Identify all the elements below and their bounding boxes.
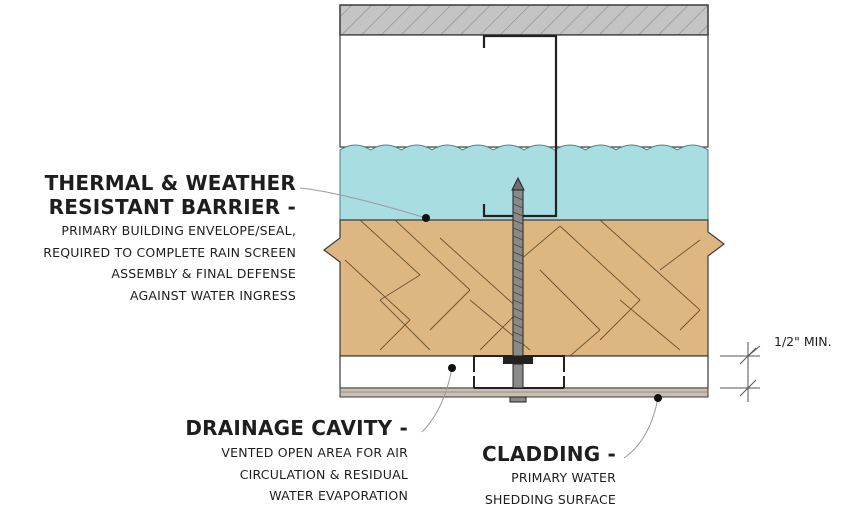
dimension-marker [720,342,761,402]
cladding-desc-line: PRIMARY WATER [511,470,616,485]
sheathing-board [323,219,725,357]
thermal-desc-line: REQUIRED TO COMPLETE RAIN SCREEN [43,244,296,260]
drainage-desc: VENTED OPEN AREA FOR AIR CIRCULATION & R… [185,442,408,507]
drainage-desc-line: CIRCULATION & RESIDUAL [239,466,408,482]
drainage-desc-line: WATER EVAPORATION [269,488,408,503]
dimension-label: 1/2" MIN. [774,334,832,349]
thermal-desc-line: AGAINST WATER INGRESS [130,287,296,303]
drainage-cavity-label: DRAINAGE CAVITY - VENTED OPEN AREA FOR A… [185,416,408,507]
drainage-leader-line [421,367,453,433]
cladding-label: CLADDING - PRIMARY WATER SHEDDING SURFAC… [482,442,616,510]
drainage-callout-dot [448,364,456,372]
thermal-desc-line: PRIMARY BUILDING ENVELOPE/SEAL, [61,223,296,238]
sheathing-grain [344,220,701,356]
cladding-title: CLADDING - [482,442,616,466]
thermal-desc-line: ASSEMBLY & FINAL DEFENSE [111,266,296,281]
cladding-panel [339,387,709,398]
cladding-callout-dot [654,394,662,402]
structural-slab [339,4,709,36]
stud-cavity [339,34,709,148]
drainage-desc-line: VENTED OPEN AREA FOR AIR [221,445,408,460]
fastener-screw [503,176,533,403]
thermal-title-line-1: THERMAL & WEATHER [44,171,296,195]
cladding-desc-line: SHEDDING SURFACE [484,491,616,507]
thermal-callout-dot [422,214,430,222]
cladding-leader-line [623,397,659,459]
insulation-layer [339,144,709,221]
thermal-leader-line [299,187,427,219]
cladding-desc: PRIMARY WATER SHEDDING SURFACE [482,467,616,510]
thermal-barrier-label: THERMAL & WEATHER RESISTANT BARRIER - PR… [43,171,296,306]
drainage-title: DRAINAGE CAVITY - [185,416,408,440]
thermal-title-line-2: RESISTANT BARRIER - [48,195,296,219]
c-stud-channel [482,34,558,218]
thermal-desc: PRIMARY BUILDING ENVELOPE/SEAL, REQUIRED… [43,220,296,306]
